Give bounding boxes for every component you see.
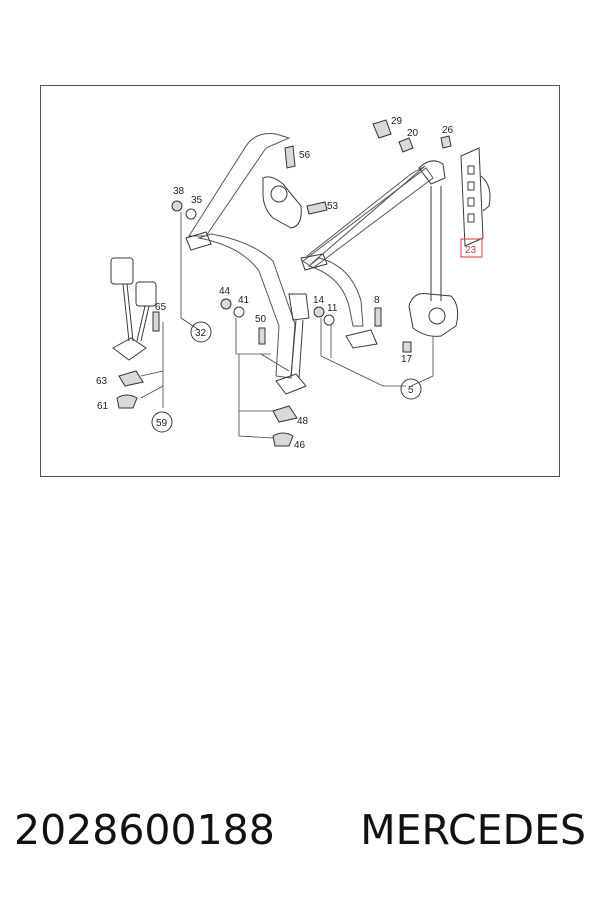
label-29: 29 bbox=[391, 116, 403, 127]
label-35: 35 bbox=[191, 195, 203, 206]
front-retractor-strap bbox=[430, 186, 442, 301]
center-anchor-plate bbox=[275, 373, 307, 395]
part-48-bracket bbox=[272, 405, 298, 423]
part-65-bolt bbox=[152, 311, 160, 332]
part-26-bolt bbox=[440, 135, 452, 149]
part-8-bolt bbox=[374, 307, 382, 327]
label-53: 53 bbox=[327, 201, 339, 212]
label-61: 61 bbox=[97, 401, 109, 412]
rail-slot-1 bbox=[467, 165, 475, 175]
front-belt-strap bbox=[302, 167, 434, 269]
front-belt-lower bbox=[307, 257, 364, 327]
part-number: 2028600188 bbox=[14, 806, 275, 854]
label-11: 11 bbox=[327, 303, 338, 314]
label-59: 59 bbox=[156, 418, 168, 429]
part-53-bolt bbox=[306, 201, 328, 215]
front-retractor-spool bbox=[428, 307, 446, 325]
part-11-cap bbox=[323, 314, 335, 326]
left-buckle-a bbox=[110, 257, 134, 285]
label-8: 8 bbox=[374, 295, 380, 306]
label-65: 65 bbox=[155, 302, 167, 313]
callout-circle-59 bbox=[151, 411, 173, 433]
height-adjuster-rail bbox=[460, 147, 484, 247]
rear-retractor-spool bbox=[270, 185, 288, 203]
rail-slot-2 bbox=[467, 181, 475, 191]
label-14: 14 bbox=[313, 295, 325, 306]
front-anchor-bracket bbox=[345, 329, 378, 349]
label-63: 63 bbox=[96, 376, 108, 387]
label-23: 23 bbox=[465, 245, 477, 256]
label-38: 38 bbox=[173, 186, 185, 197]
front-pillar-loop bbox=[418, 160, 446, 185]
part-17-bolt bbox=[402, 341, 412, 353]
part-63-bracket bbox=[118, 370, 144, 387]
rail-cover bbox=[480, 175, 491, 212]
rear-retractor bbox=[262, 176, 302, 229]
part-41-cap bbox=[233, 306, 245, 318]
brand-name: MERCEDES bbox=[360, 806, 586, 854]
part-14-nut bbox=[313, 306, 325, 318]
label-41: 41 bbox=[238, 295, 250, 306]
leader-lines bbox=[140, 212, 434, 439]
part-56-bolt bbox=[284, 145, 296, 169]
product-caption: 2028600188 MERCEDES bbox=[0, 800, 600, 860]
part-61-clip bbox=[116, 394, 138, 409]
label-5: 5 bbox=[408, 385, 414, 396]
part-20-screw bbox=[398, 137, 414, 153]
center-buckle bbox=[288, 293, 310, 321]
left-buckle-cables bbox=[122, 283, 150, 342]
label-20: 20 bbox=[407, 128, 419, 139]
label-48: 48 bbox=[297, 416, 309, 427]
part-35-cap bbox=[185, 208, 197, 220]
label-46: 46 bbox=[294, 440, 306, 451]
front-belt-strap-upper bbox=[306, 165, 426, 265]
label-56: 56 bbox=[299, 150, 311, 161]
part-38-nut bbox=[171, 200, 183, 212]
label-26: 26 bbox=[442, 125, 454, 136]
rear-belt-lower-strap bbox=[197, 233, 296, 379]
left-buckle-b bbox=[135, 281, 157, 307]
seat-belt-exploded-diagram: 29 20 26 56 38 35 53 23 65 44 41 50 14 1… bbox=[96, 116, 491, 451]
highlight-box-23 bbox=[460, 238, 483, 258]
label-50: 50 bbox=[255, 314, 267, 325]
rear-belt-strap bbox=[188, 133, 291, 237]
part-50-bolt bbox=[258, 327, 266, 345]
callout-circle-5 bbox=[400, 378, 422, 400]
left-buckle-base bbox=[112, 337, 147, 361]
part-44-nut bbox=[220, 298, 232, 310]
label-44: 44 bbox=[219, 286, 231, 297]
front-retractor bbox=[408, 293, 459, 337]
part-29-clip bbox=[372, 119, 392, 139]
rail-slot-3 bbox=[467, 197, 475, 207]
callout-circle-32 bbox=[190, 321, 212, 343]
parts-diagram-frame: 29 20 26 56 38 35 53 23 65 44 41 50 14 1… bbox=[40, 85, 560, 477]
part-46-clip bbox=[272, 432, 294, 447]
label-17: 17 bbox=[401, 354, 413, 365]
rail-slot-4 bbox=[467, 213, 475, 223]
label-32: 32 bbox=[195, 328, 207, 339]
front-belt-guide bbox=[300, 253, 328, 271]
center-buckle-stem bbox=[290, 319, 304, 379]
rear-belt-guide bbox=[185, 231, 212, 251]
